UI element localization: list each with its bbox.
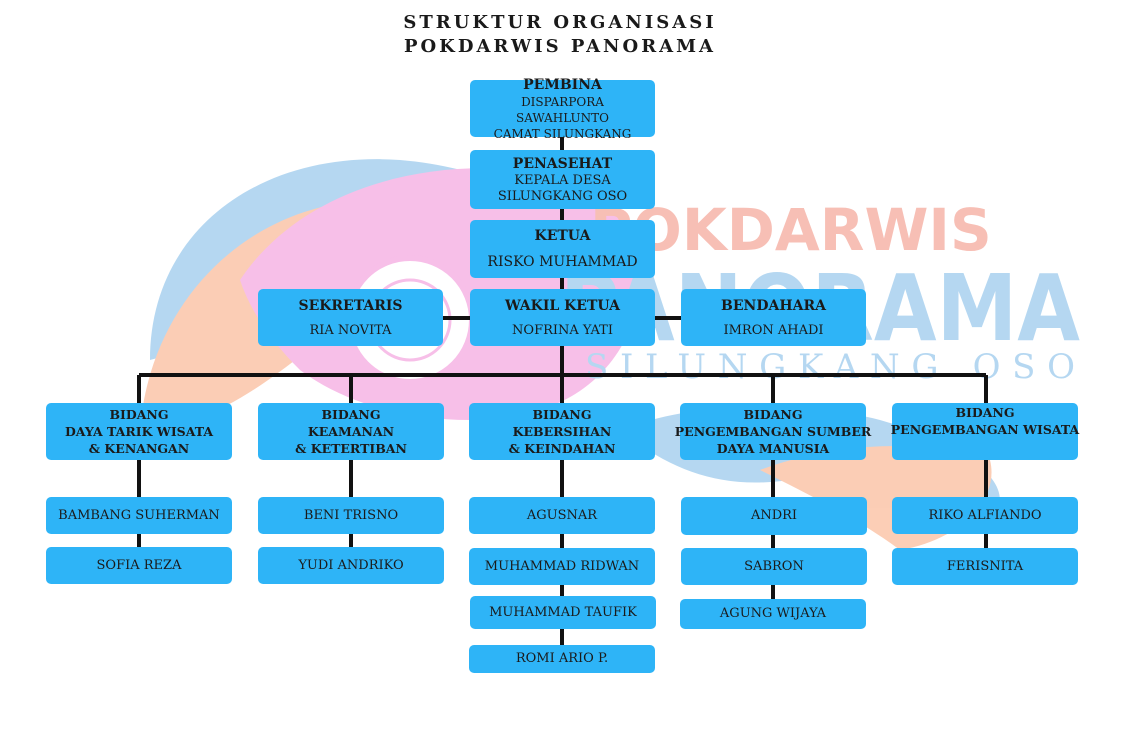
pembina-line2: CAMAT SILUNGKANG [493, 126, 632, 141]
sekretaris-box: SEKRETARIS RIA NOVITA [258, 289, 443, 346]
bidang-name-line2: & KEINDAHAN [508, 441, 616, 456]
member-box: FERISNITA [892, 548, 1078, 585]
member-name: BAMBANG SUHERMAN [58, 507, 220, 523]
sekretaris-role: SEKRETARIS [298, 297, 403, 314]
member-name: FERISNITA [946, 558, 1024, 574]
bidang-name-line1: PENGEMBANGAN SUMBER [674, 424, 872, 439]
bidang-box: BIDANG PENGEMBANGAN WISATA [890, 403, 1080, 460]
pembina-box: PEMBINA DISPARPORA SAWAHLUNTO CAMAT SILU… [470, 77, 655, 141]
penasehat-line2: SILUNGKANG OSO [497, 188, 628, 204]
penasehat-box: PENASEHAT KEPALA DESA SILUNGKANG OSO [470, 150, 655, 209]
bidang-name-line1: KEAMANAN [307, 424, 395, 439]
member-name: MUHAMMAD RIDWAN [484, 558, 640, 574]
member-box: YUDI ANDRIKO [258, 547, 444, 584]
bidang-box: BIDANG KEAMANAN & KETERTIBAN [258, 403, 444, 460]
wakil-ketua-name: NOFRINA YATI [512, 322, 613, 338]
ketua-role: KETUA [534, 228, 591, 244]
wakil-ketua-role: WAKIL KETUA [504, 297, 621, 314]
penasehat-role: PENASEHAT [512, 155, 613, 172]
ketua-name: RISKO MUHAMMAD [487, 254, 638, 270]
member-name: MUHAMMAD TAUFIK [489, 604, 637, 620]
sekretaris-name: RIA NOVITA [309, 322, 392, 338]
member-name: AGUSNAR [526, 507, 598, 523]
pembina-line1: DISPARPORA SAWAHLUNTO [515, 94, 610, 125]
member-box: AGUNG WIJAYA [680, 599, 866, 629]
member-name: ROMI ARIO P. [515, 651, 609, 666]
member-box: RIKO ALFIANDO [892, 497, 1078, 534]
bidang-label: BIDANG [321, 407, 381, 422]
member-box: ANDRI [681, 497, 867, 535]
member-box: BAMBANG SUHERMAN [46, 497, 232, 534]
member-box: BENI TRISNO [258, 497, 444, 534]
bidang-label: BIDANG [955, 405, 1015, 420]
member-box: MUHAMMAD RIDWAN [469, 548, 655, 585]
bendahara-name: IMRON AHADI [723, 322, 824, 338]
bidang-name-line1: KEBERSIHAN [512, 424, 612, 439]
bidang-label: BIDANG [743, 407, 803, 422]
member-box: SABRON [681, 548, 867, 585]
bidang-name-line1: PENGEMBANGAN WISATA [890, 422, 1080, 437]
bidang-box: BIDANG PENGEMBANGAN SUMBER DAYA MANUSIA [675, 403, 871, 460]
member-name: SABRON [744, 558, 804, 574]
chart-title-line2: POKDARWIS PANORAMA [403, 36, 717, 57]
member-name: YUDI ANDRIKO [298, 557, 404, 573]
bidang-name-line2: & KENANGAN [88, 441, 190, 456]
chart-title-line1: STRUKTUR ORGANISASI [403, 12, 717, 33]
bendahara-role: BENDAHARA [721, 297, 826, 314]
bidang-name-line1: DAYA TARIK WISATA [64, 424, 214, 439]
member-name: ANDRI [750, 508, 798, 523]
penasehat-line1: KEPALA DESA [514, 172, 611, 188]
wakil-ketua-box: WAKIL KETUA NOFRINA YATI [470, 289, 655, 346]
ketua-box: KETUA RISKO MUHAMMAD [470, 220, 655, 278]
bidang-box: BIDANG DAYA TARIK WISATA & KENANGAN [46, 403, 232, 460]
member-box: MUHAMMAD TAUFIK [470, 596, 656, 629]
bidang-box: BIDANG KEBERSIHAN & KEINDAHAN [469, 403, 655, 460]
member-box: SOFIA REZA [46, 547, 232, 584]
bidang-label: BIDANG [532, 407, 592, 422]
pembina-role: PEMBINA [523, 76, 602, 93]
member-box: AGUSNAR [469, 497, 655, 534]
bidang-label: BIDANG [109, 407, 169, 422]
bidang-name-line2: DAYA MANUSIA [716, 441, 830, 456]
bendahara-box: BENDAHARA IMRON AHADI [681, 289, 866, 346]
member-name: AGUNG WIJAYA [719, 606, 827, 621]
member-name: RIKO ALFIANDO [928, 507, 1042, 523]
member-box: ROMI ARIO P. [469, 645, 655, 673]
member-name: SOFIA REZA [96, 557, 182, 573]
watermark-pokdarwis: POKDARWIS [590, 196, 992, 264]
bidang-name-line2: & KETERTIBAN [295, 441, 407, 456]
member-name: BENI TRISNO [303, 507, 399, 523]
